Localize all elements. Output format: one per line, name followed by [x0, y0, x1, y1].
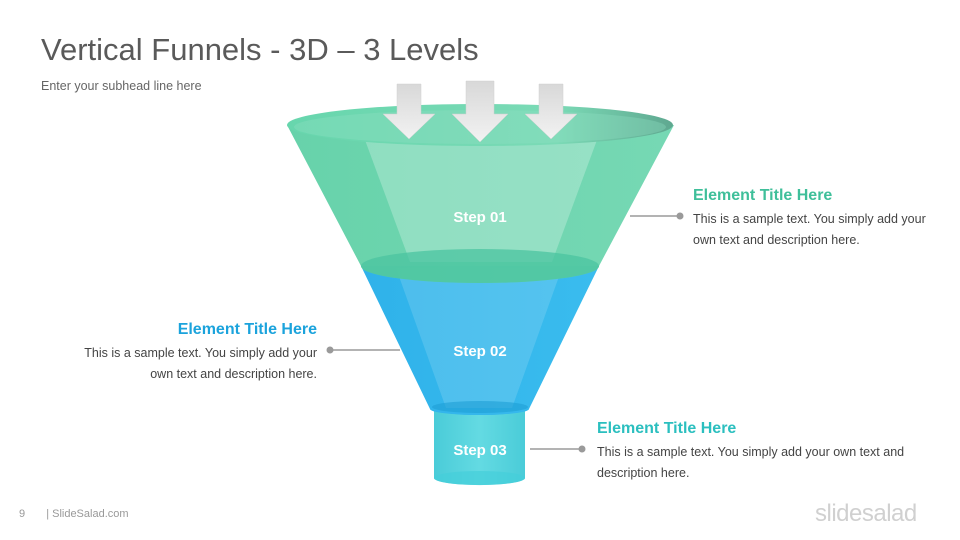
step-label-3: Step 03 [453, 442, 506, 459]
connector-line-1 [630, 212, 684, 220]
element-text: This is a sample text. You simply add yo… [693, 212, 926, 247]
footer: 9 | SlideSalad.com [19, 508, 129, 520]
step-label-2: Step 02 [453, 343, 506, 360]
slide-subhead: Enter your subhead line here [41, 79, 202, 93]
down-arrow-icon [382, 83, 436, 140]
down-arrow-icon [524, 83, 578, 140]
element-description-1: Element Title Here This is a sample text… [693, 187, 933, 251]
connector-line-3 [530, 445, 586, 453]
funnel-level-2 [361, 266, 599, 416]
page-number: 9 [19, 508, 26, 520]
step-label-1: Step 01 [453, 209, 506, 226]
element-description-3: Element Title Here This is a sample text… [597, 420, 917, 484]
slidesalad-logo: slidesalad [815, 500, 917, 527]
element-title: Element Title Here [177, 321, 317, 338]
footer-site: | SlideSalad.com [46, 508, 129, 520]
connector-line-2 [326, 346, 400, 354]
slide-title: Vertical Funnels - 3D – 3 Levels [41, 32, 479, 67]
element-title: Element Title Here [693, 187, 833, 204]
element-title: Element Title Here [597, 420, 737, 437]
element-text: This is a sample text. You simply add yo… [84, 346, 317, 381]
down-arrow-icon [451, 80, 509, 143]
element-description-2: Element Title Here This is a sample text… [66, 321, 317, 385]
element-text: This is a sample text. You simply add yo… [597, 445, 905, 480]
